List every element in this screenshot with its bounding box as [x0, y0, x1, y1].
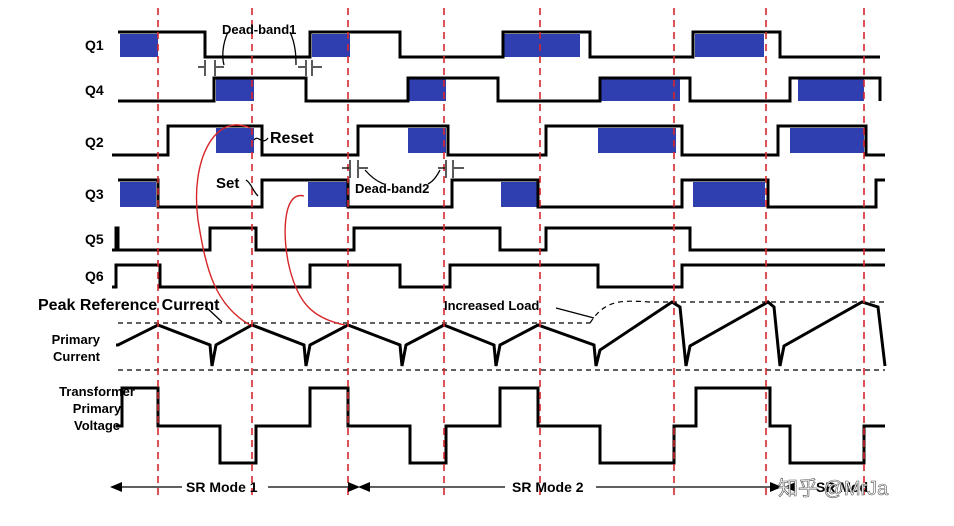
- phase-markers: [157, 8, 865, 500]
- analog-labels: Primary Current Transformer Primary Volt…: [52, 332, 135, 433]
- sr-mode2-label: SR Mode 2: [512, 479, 584, 495]
- increased-load-label: Increased Load: [444, 298, 539, 313]
- mode-indicators: SR Mode 1 SR Mode 2 SR Mod: [110, 479, 868, 495]
- set-reset-arrows: [195, 124, 346, 326]
- transformer-label-line3: Voltage: [74, 418, 120, 433]
- q2-label: Q2: [85, 134, 104, 150]
- q4-waveform: [118, 76, 882, 103]
- q3-label: Q3: [85, 186, 104, 202]
- q6-label: Q6: [85, 268, 104, 284]
- reset-label: Reset: [270, 130, 314, 147]
- q3-waveform: [118, 178, 885, 209]
- digital-waveforms: [112, 30, 885, 289]
- q6-waveform: [112, 263, 885, 289]
- set-label: Set: [216, 175, 239, 192]
- shaded-intervals: [120, 34, 864, 207]
- transformer-voltage-waveform: [116, 386, 885, 465]
- transformer-label-line1: Transformer: [59, 384, 135, 399]
- q1-waveform: [118, 30, 880, 59]
- sr-mode1-label: SR Mode 1: [186, 479, 258, 495]
- increased-load-reference: [589, 300, 885, 324]
- q1-label: Q1: [85, 37, 104, 53]
- primary-current-waveform: [116, 300, 887, 367]
- q5-label: Q5: [85, 231, 104, 247]
- primary-current-section: [116, 300, 887, 371]
- primary-current-label-line1: Primary: [52, 332, 101, 347]
- q4-label: Q4: [85, 82, 104, 98]
- annotations: Dead-band1 Dead-band2 Reset Set Peak Ref…: [38, 22, 539, 314]
- transformer-label-line2: Primary: [73, 401, 122, 416]
- primary-current-label-line2: Current: [53, 349, 101, 364]
- dead-band2-label: Dead-band2: [355, 181, 429, 196]
- dead-band-markings: [198, 31, 595, 323]
- peak-reference-label: Peak Reference Current: [38, 297, 220, 314]
- q5-waveform: [112, 226, 885, 252]
- signal-labels: Q1 Q4 Q2 Q3 Q5 Q6: [85, 37, 104, 284]
- sr-mode3-label: SR Mod: [816, 479, 868, 495]
- dead-band1-label: Dead-band1: [222, 22, 296, 37]
- watermark: 知乎 @MrJa: [778, 477, 889, 500]
